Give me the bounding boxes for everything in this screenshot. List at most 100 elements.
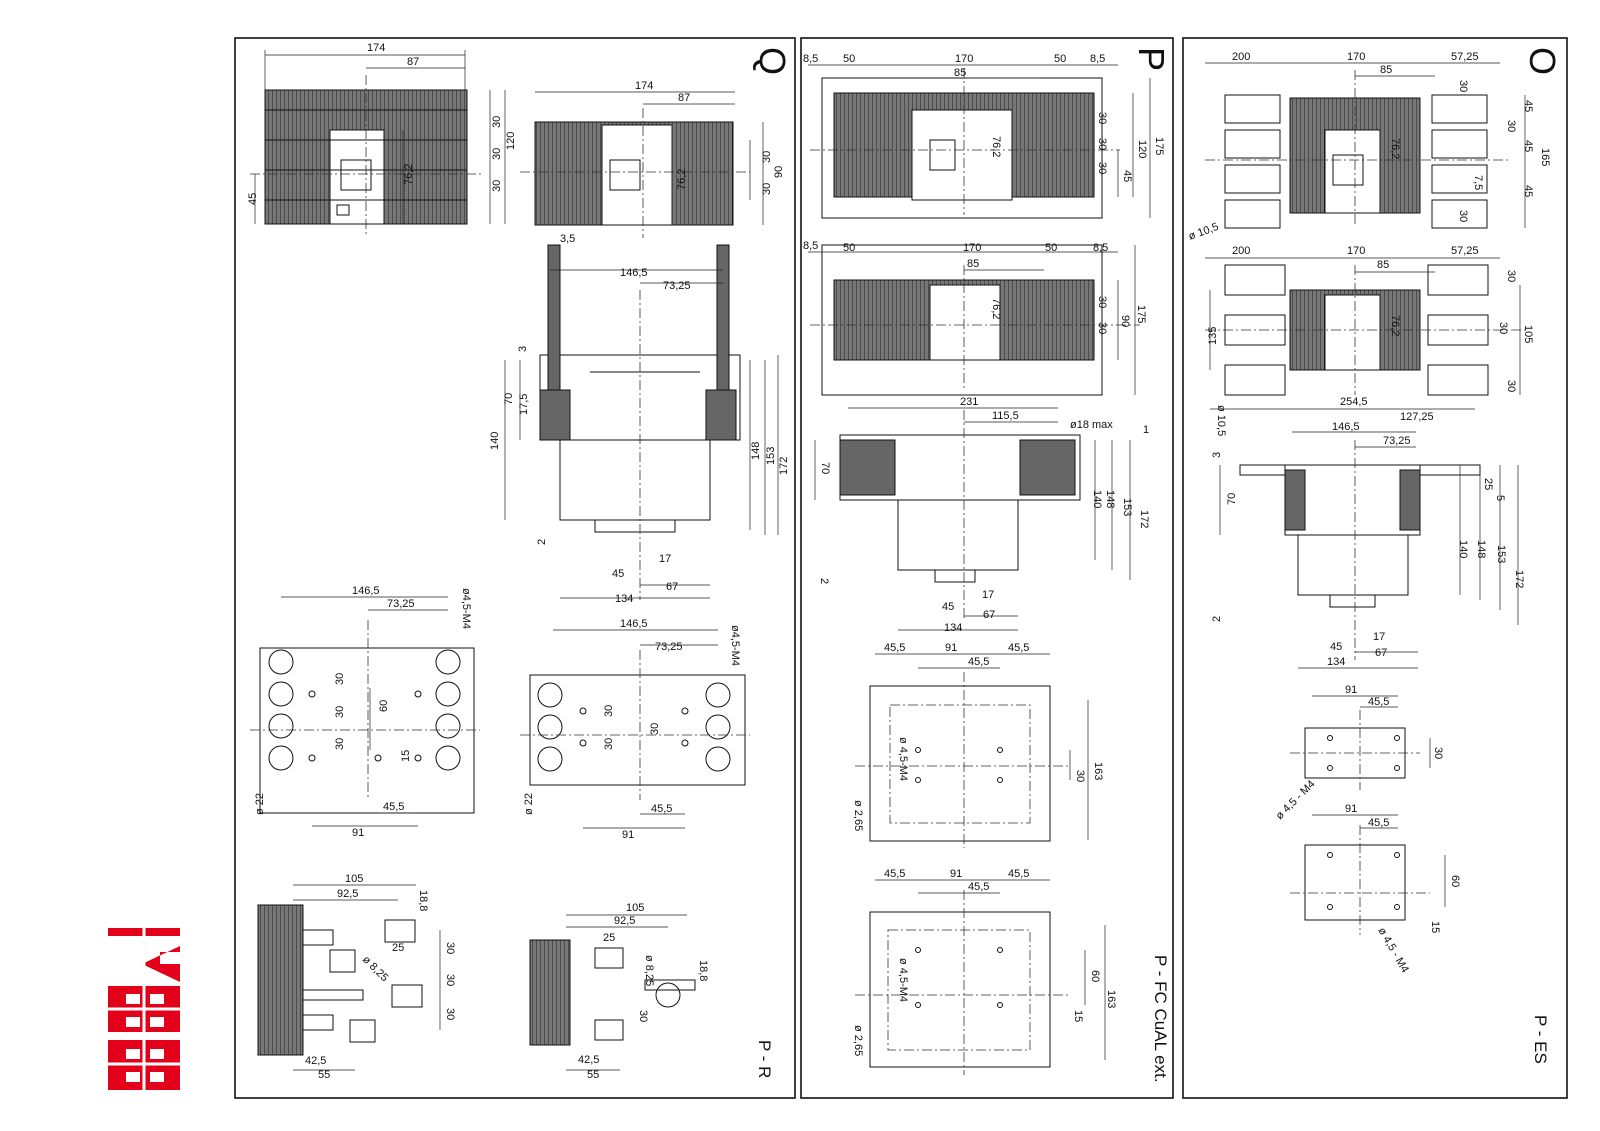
o-dim-2545: 254,5	[1340, 396, 1368, 408]
q-drilling-template-1	[250, 596, 480, 827]
q-drill2-7325: 73,25	[655, 641, 683, 653]
o-dim-67: 67	[1375, 647, 1387, 659]
p-drill2-m4: ø 4,5-M4	[897, 958, 909, 1002]
q-dim-2t: 2	[536, 539, 548, 545]
q-plan-view-1	[250, 50, 506, 235]
p-drilling-template-2	[855, 879, 1106, 1075]
q-dim-1465t: 146,5	[620, 267, 648, 279]
p-dim-2: 2	[818, 578, 830, 584]
p-dim-17: 17	[982, 589, 994, 601]
q-plan-view-2	[520, 91, 764, 238]
q-bus2-105: 105	[626, 902, 644, 914]
p-dim-85d: 8,5	[803, 240, 818, 252]
q-drill1-1465: 146,5	[352, 585, 380, 597]
p-dim-45c: 45	[942, 601, 954, 613]
o-drill2-455: 45,5	[1368, 817, 1389, 829]
p-drill1-163: 163	[1092, 762, 1104, 780]
q-dim-153t: 153	[765, 447, 777, 465]
q-drill2-m4: ø4,5-M4	[729, 625, 741, 666]
p-dim-67: 67	[983, 609, 995, 621]
o-dim-12725: 127,25	[1400, 411, 1434, 423]
p-dim-45: 45	[1121, 170, 1133, 182]
o-plan-view-1	[1205, 62, 1526, 229]
q-drilling-template-2	[520, 629, 750, 829]
q-dim-30a: 30	[491, 116, 503, 128]
q-drill2-91: 91	[622, 829, 634, 841]
p-dim-85c: 85	[954, 67, 966, 79]
o-dim-153: 153	[1495, 545, 1507, 563]
panel-o-letter: O	[1522, 47, 1563, 75]
o-dim-75: 7,5	[1472, 175, 1484, 190]
p-drill1-455c: 45,5	[968, 656, 989, 668]
abb-logo	[108, 928, 180, 1090]
q-bus1-105: 105	[345, 873, 363, 885]
o-dim-762a: 76,2	[1389, 138, 1401, 159]
q-dim-148t: 148	[750, 442, 762, 460]
q-drill2-22: ø 22	[523, 793, 535, 815]
q-dim-45: 45	[247, 193, 259, 205]
o-dim-5: 5	[1494, 495, 1506, 501]
q-dim-140t: 140	[489, 432, 501, 450]
q-bus1-30a: 30	[444, 942, 456, 954]
panel-q-caption: P - R	[755, 1040, 774, 1078]
p-dim-175a: 175	[1153, 137, 1165, 155]
q-drill1-91: 91	[352, 827, 364, 839]
q-bus2-425: 42,5	[578, 1054, 599, 1066]
q-drill1-30c: 30	[334, 738, 346, 750]
q-drill1-22: ø 22	[254, 793, 266, 815]
q-dim-762a: 76,2	[403, 164, 415, 185]
q-dim-70t: 70	[503, 393, 515, 405]
q-dim-174b: 174	[635, 80, 653, 92]
p-plan-view-2	[808, 244, 1140, 396]
o-dim-1055b: ø 10,5	[1215, 405, 1227, 436]
o-dim-5725b: 57,25	[1451, 245, 1479, 257]
o-dim-170b: 170	[1347, 245, 1365, 257]
p-dim-762a: 76,2	[990, 136, 1002, 157]
q-dim-87b: 87	[678, 92, 690, 104]
o-dim-17: 17	[1373, 631, 1385, 643]
p-dim-30a: 30	[1096, 112, 1108, 124]
o-drilling-template-2	[1290, 814, 1446, 935]
o-dim-140: 140	[1457, 540, 1469, 558]
q-bus2-925: 92,5	[614, 915, 635, 927]
q-bus1-188: 18,8	[417, 890, 429, 911]
q-drill1-7325: 73,25	[387, 598, 415, 610]
o-dim-30e: 30	[1497, 322, 1509, 334]
o-dim-30f: 30	[1505, 380, 1517, 392]
q-bus2-188: 18,8	[697, 960, 709, 981]
o-dim-45a: 45	[1522, 100, 1534, 112]
p-drill2-265: ø 2,65	[852, 1025, 864, 1056]
o-dim-25: 25	[1482, 478, 1494, 490]
o-dim-30c: 30	[1457, 210, 1469, 222]
q-dim-35: 3,5	[560, 233, 575, 245]
panel-o-caption: P - ES	[1531, 1015, 1550, 1064]
o-dim-170a: 170	[1347, 51, 1365, 63]
q-dim-172t: 172	[778, 457, 790, 475]
p-dim-85a: 8,5	[803, 53, 818, 65]
q-dim-3t: 3	[517, 346, 529, 352]
o-dim-45b: 45	[1522, 140, 1534, 152]
p-dim-134: 134	[944, 622, 962, 634]
o-dim-1465: 146,5	[1332, 421, 1360, 433]
o-dim-172: 172	[1513, 570, 1525, 588]
panel-q-frame	[234, 37, 796, 1099]
q-drill2-1465: 146,5	[620, 618, 648, 630]
o-drill2-m4: ø 4,5 - M4	[1375, 926, 1410, 975]
p-dim-50b: 50	[1054, 53, 1066, 65]
p-drill1-455a: 45,5	[884, 642, 905, 654]
q-bus2-825: ø 8,25	[643, 955, 655, 986]
q-dim-175t: 17,5	[518, 394, 530, 415]
o-dim-45c: 45	[1522, 185, 1534, 197]
p-drill1-91: 91	[945, 642, 957, 654]
p-drill2-163: 163	[1105, 990, 1117, 1008]
o-dim-7325: 73,25	[1383, 435, 1411, 447]
p-dim-231: 231	[960, 396, 978, 408]
p-dim-30b: 30	[1096, 138, 1108, 150]
o-drill1-455: 45,5	[1368, 696, 1389, 708]
q-bus2-25: 25	[603, 932, 615, 944]
p-dim-30e: 30	[1096, 322, 1108, 334]
o-plan-view-2	[1205, 257, 1525, 396]
q-dim-120: 120	[505, 132, 517, 150]
q-bus1-30b: 30	[444, 974, 456, 986]
